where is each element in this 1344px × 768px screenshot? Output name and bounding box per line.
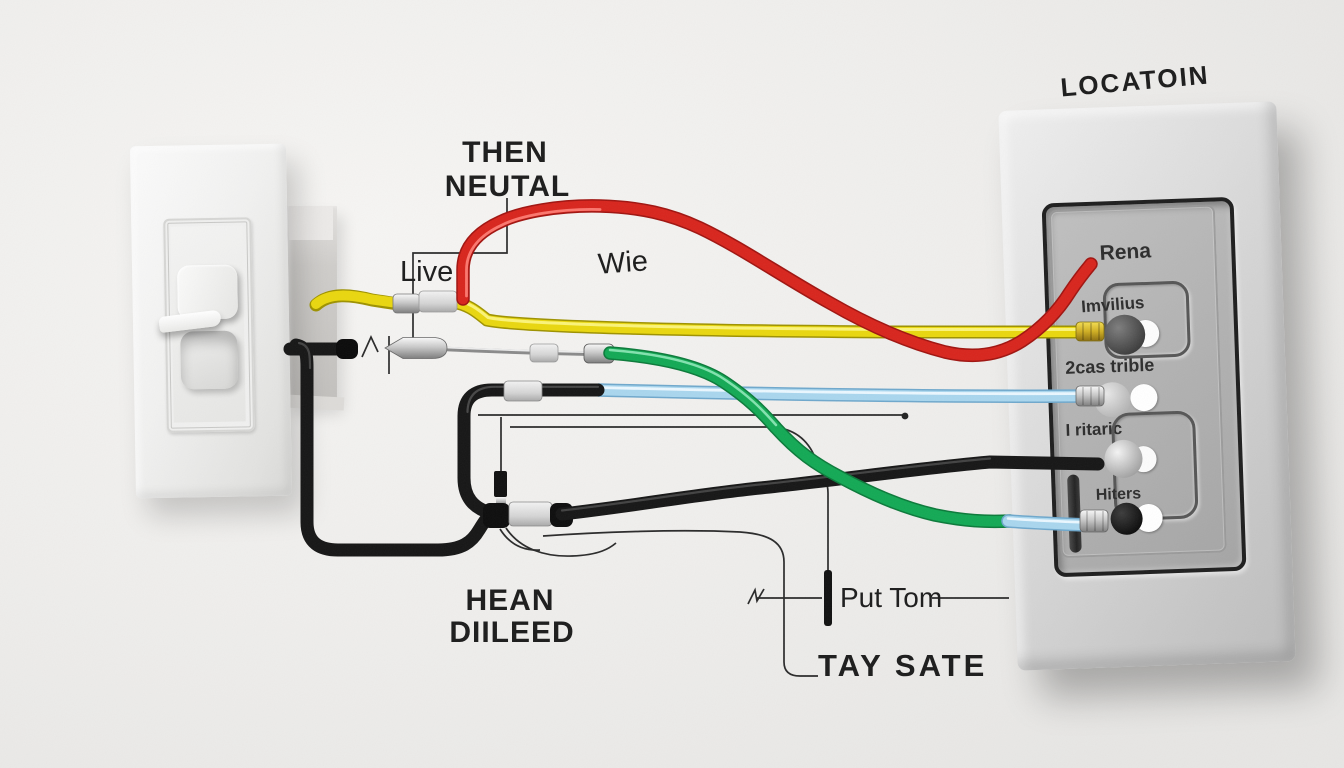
strand-line-2 xyxy=(499,528,541,551)
yellow-wire xyxy=(309,289,1095,339)
label-live: Live xyxy=(400,256,454,288)
junction-collar-left xyxy=(483,503,510,528)
black-wire-end-cap xyxy=(336,339,358,359)
caret-mark xyxy=(361,334,379,358)
label-neutal: NEUTAL xyxy=(444,170,571,203)
label-locatoin: LOCATOIN xyxy=(1059,59,1211,103)
label-diileed: DIILEED xyxy=(449,616,575,649)
light-switch-plate xyxy=(129,143,293,499)
switch-backbox-shadow xyxy=(285,394,345,411)
green-wire xyxy=(603,346,1017,529)
squiggle-mark xyxy=(747,587,765,605)
label-tay-sate: TAY SATE xyxy=(818,648,988,683)
label-wie: Wie xyxy=(596,245,649,281)
yellow-red-sleeve xyxy=(418,290,458,313)
label-then: THEN xyxy=(462,136,548,169)
bare-wire-highlight xyxy=(445,346,611,354)
bullet-connector xyxy=(384,337,448,359)
label-put-tom: Put Tom xyxy=(840,582,943,613)
diode-symbol xyxy=(494,471,507,497)
switch-backbox-highlight xyxy=(289,206,333,240)
black-wire-loop xyxy=(457,383,605,520)
line-end-dot xyxy=(901,412,909,420)
junction-sleeve xyxy=(508,501,553,527)
junction-collar-right xyxy=(550,503,573,527)
bare-wire-sleeve xyxy=(529,343,559,363)
outlet-plate: Rena Imvilius 2cas trible I ritaric Hite… xyxy=(998,101,1296,671)
put-tom-tick xyxy=(824,570,832,626)
switch-paddle-bottom xyxy=(180,330,239,390)
black-wire-sleeve-top xyxy=(503,380,543,402)
yellow-wire-ferrule-left xyxy=(392,293,421,314)
red-wire xyxy=(456,199,1098,363)
diode-bead xyxy=(496,497,506,505)
schematic-line-2 xyxy=(510,426,829,592)
strand-line-1 xyxy=(505,527,617,557)
label-hean: HEAN xyxy=(465,584,555,617)
bare-wire-connector xyxy=(583,343,615,364)
bare-wire xyxy=(445,346,611,357)
panel-label-terminal4: Hiters xyxy=(1095,485,1142,504)
panel-label-terminal2: 2cas trible xyxy=(1064,354,1155,378)
